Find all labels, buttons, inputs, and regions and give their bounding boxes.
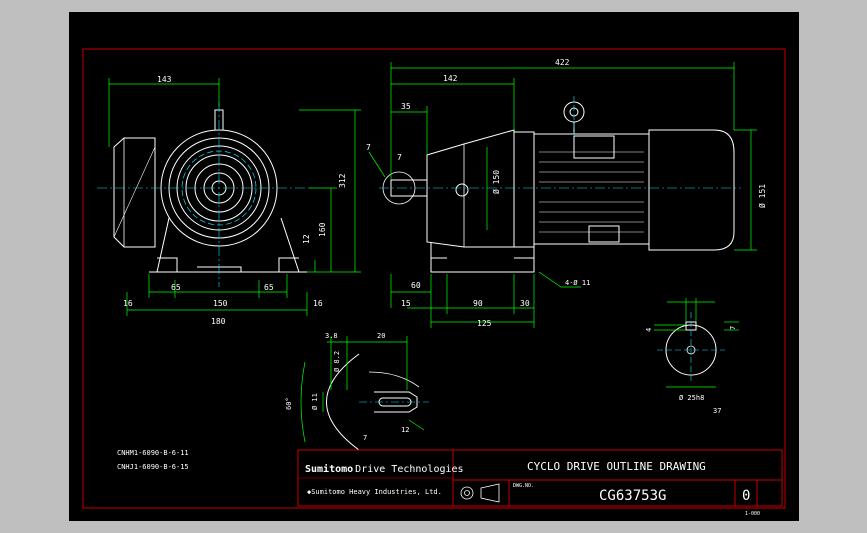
side-dimensions <box>368 62 757 328</box>
dim-125: 125 <box>477 319 492 328</box>
projection-symbol <box>460 483 500 503</box>
key-detail: 4 7 Ø 25h8 37 <box>645 298 739 415</box>
note-line-1: CNHM1-6090-B-6-11 <box>117 449 189 457</box>
side-foot <box>430 242 535 273</box>
side-motor-fins <box>539 151 644 233</box>
key-detail-dimensions <box>654 298 739 388</box>
dim-142: 142 <box>443 74 458 83</box>
side-motor-frame <box>533 133 650 245</box>
brand-suffix: Drive Technologies <box>355 464 463 475</box>
shaft-detail: 3.8 20 Ø 8.2 60° Ø 11 12 7 <box>285 332 429 451</box>
dim-143: 143 <box>157 75 172 84</box>
dim-4: 4 <box>645 328 653 332</box>
dim-65-right: 65 <box>264 283 274 292</box>
side-output-shaft <box>390 179 428 197</box>
dim-dia-25: Ø 25h8 <box>679 394 704 402</box>
dim-dia-151: Ø 151 <box>757 184 767 208</box>
drawing-canvas: 143 312 160 12 16 65 150 65 16 180 <box>69 12 799 521</box>
dim-60: 60 <box>411 281 421 290</box>
dim-20: 20 <box>377 332 385 340</box>
dim-60-deg: 60° <box>285 397 293 410</box>
drawing-frame <box>82 48 786 509</box>
dim-dia-11: Ø 11 <box>311 393 319 410</box>
dim-dia-150: Ø 150 <box>491 170 501 194</box>
shaft-detail-body <box>374 391 418 413</box>
mark-seven-c: 7 <box>363 434 367 442</box>
mark-seven-b: 7 <box>397 153 402 162</box>
dim-30: 30 <box>520 299 530 308</box>
dim-12-shaft: 12 <box>401 426 409 434</box>
dim-35: 35 <box>401 102 411 111</box>
dim-312: 312 <box>338 173 347 188</box>
front-foot-pads <box>157 257 299 272</box>
dim-dia-8-2: Ø 8.2 <box>333 351 341 372</box>
drawing-title: CYCLO DRIVE OUTLINE DRAWING <box>527 460 706 473</box>
dim-3-8: 3.8 <box>325 332 338 340</box>
dim-37: 37 <box>713 407 721 415</box>
mark-seven-a: 7 <box>366 143 371 152</box>
side-breather <box>455 183 469 197</box>
brand-main: Sumitomo <box>305 463 353 475</box>
cad-drawing: 143 312 160 12 16 65 150 65 16 180 <box>82 48 786 517</box>
dim-160: 160 <box>318 222 327 237</box>
company-name: ◆Sumitomo Heavy Industries, Ltd. <box>307 488 442 496</box>
dim-7: 7 <box>729 326 737 330</box>
note-line-2: CNHJ1-6090-B-6-15 <box>117 463 189 471</box>
sheet-code: 1-000 <box>745 511 760 517</box>
dim-422: 422 <box>555 58 570 67</box>
dim-12: 12 <box>302 234 311 244</box>
front-motor-diag <box>113 146 156 238</box>
dim-90: 90 <box>473 299 483 308</box>
side-fan-cover <box>648 129 735 251</box>
dwg-no: CG63753G <box>599 488 666 504</box>
dim-16-right: 16 <box>313 299 323 308</box>
side-flange <box>513 131 535 248</box>
dim-180: 180 <box>211 317 226 326</box>
front-dimensions <box>108 78 361 316</box>
side-terminal-box-low <box>588 225 620 243</box>
dim-15: 15 <box>401 299 411 308</box>
dwg-no-label: DWG.NO. <box>513 483 534 489</box>
dim-65-left: 65 <box>171 283 181 292</box>
front-view: 143 312 160 12 16 65 150 65 16 180 <box>97 75 361 326</box>
side-terminal-box <box>573 135 615 159</box>
dim-16-left: 16 <box>123 299 133 308</box>
shaft-detail-zone <box>368 371 420 388</box>
shaft-detail-dimensions <box>300 336 425 443</box>
shaft-detail-arc <box>326 353 360 451</box>
dim-holes: 4-Ø 11 <box>565 279 590 287</box>
dim-150: 150 <box>213 299 228 308</box>
side-view: 422 142 35 Ø 150 Ø 151 60 15 90 30 125 4… <box>366 58 767 328</box>
revision: 0 <box>742 488 750 504</box>
